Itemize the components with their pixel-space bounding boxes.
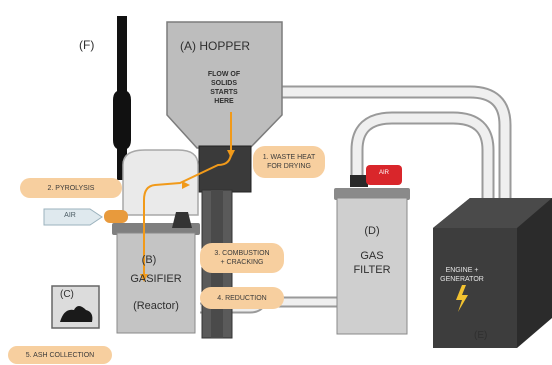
drying-chamber	[198, 145, 252, 193]
pipe-hopper-engine-inner	[262, 87, 510, 215]
chimney-bulge	[113, 90, 131, 150]
pipe-filter-engine-inner	[352, 113, 493, 210]
label-ash-box: (C)	[60, 289, 74, 300]
label-air-arrow: AIR	[64, 212, 76, 219]
air-nozzle	[104, 210, 128, 223]
flow-of-solids-line	[143, 112, 232, 280]
step-reduction: 4. REDUCTION	[200, 287, 284, 309]
lightning-icon	[456, 285, 468, 312]
gasifier-body	[116, 232, 196, 334]
cracking-cone	[172, 212, 192, 228]
pyrolysis-chamber	[122, 149, 199, 216]
filter-body	[336, 197, 408, 335]
label-filter-name: GAS FILTER	[353, 250, 391, 276]
label-gasifier-sub: (Reactor)	[133, 300, 179, 312]
label-engine-letter: (E)	[474, 330, 488, 341]
step-combustion: 3. COMBUSTION + CRACKING	[200, 243, 284, 273]
label-gasifier-letter: (B)	[141, 254, 157, 266]
step-waste-heat: 1. WASTE HEAT FOR DRYING	[253, 146, 325, 178]
air-inlet-arrow	[43, 208, 103, 226]
label-engine-name: ENGINE + GENERATOR	[440, 267, 484, 283]
step-pyrolysis: 2. PYROLYSIS	[20, 178, 122, 198]
step-ash-collection: 5. ASH COLLECTION	[8, 346, 112, 364]
ash-pile-icon	[60, 306, 93, 322]
label-flow-note: FLOW OF SOLIDS STARTS HERE	[207, 71, 241, 105]
label-chimney: (F)	[79, 38, 95, 52]
label-gasifier-name: GASIFIER	[130, 273, 182, 285]
label-filter-letter: (D)	[364, 225, 380, 237]
label-hopper: (A) HOPPER	[180, 39, 251, 53]
flow-arrow-3	[140, 274, 148, 282]
chimney-lower	[117, 145, 127, 180]
engine-top	[433, 198, 552, 228]
label-air-tag: AIR	[378, 170, 389, 176]
air-intake-tag	[366, 165, 402, 185]
engine-front	[433, 228, 517, 348]
chimney-pipe	[117, 16, 127, 126]
flow-arrow-2	[182, 181, 190, 189]
flow-arrow-1	[227, 150, 235, 158]
filter-cap	[334, 188, 410, 200]
air-intake-neck	[350, 175, 368, 187]
